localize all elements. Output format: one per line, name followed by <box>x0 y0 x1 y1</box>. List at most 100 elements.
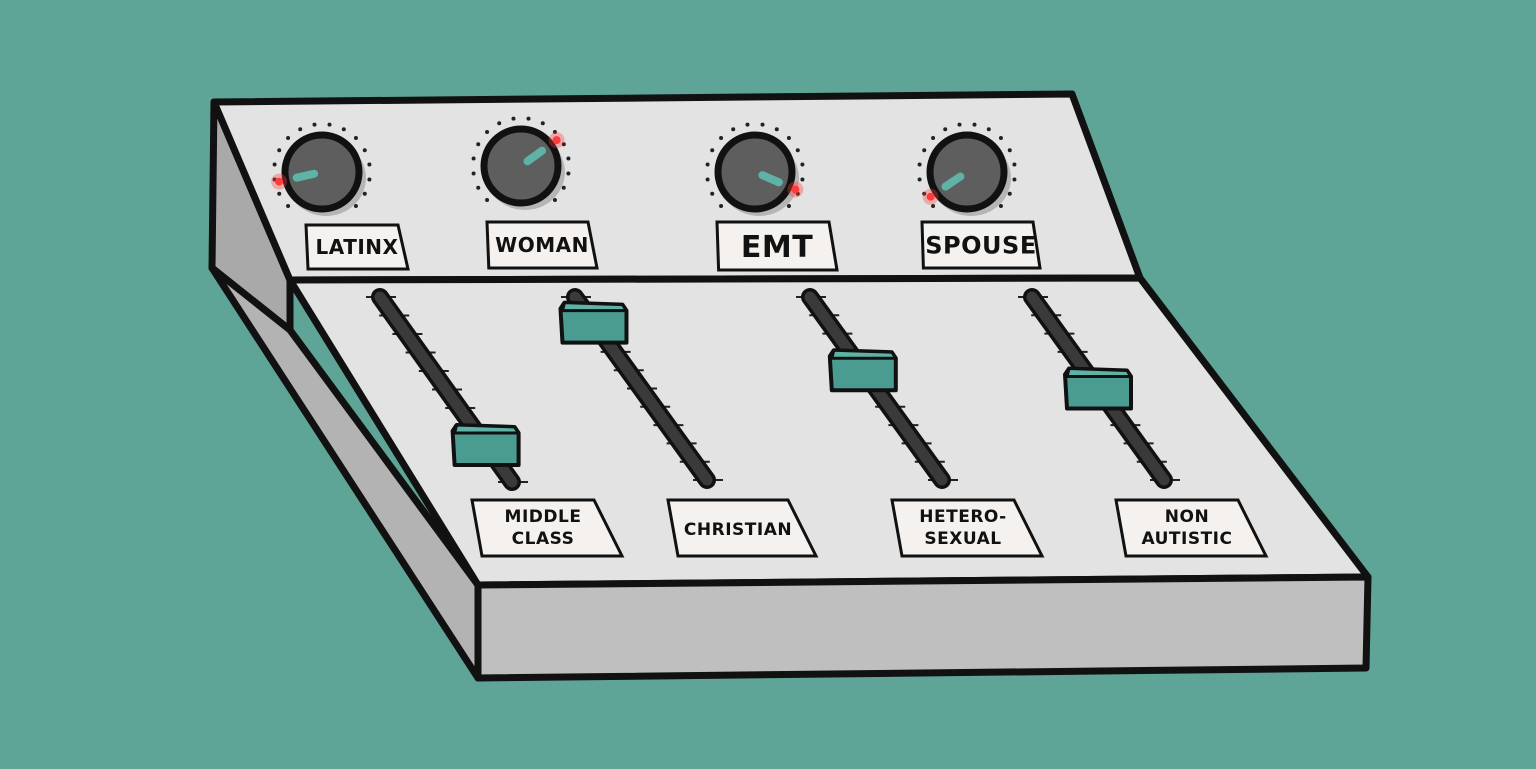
knob-tick <box>731 127 736 132</box>
knob-tick <box>566 171 571 176</box>
indicator-light <box>275 177 284 186</box>
knob-tick <box>353 203 358 208</box>
fader-cap-top <box>1065 367 1133 378</box>
knob-label-card: LATINX <box>304 223 410 271</box>
knob-body <box>281 131 363 213</box>
knob-tick <box>998 203 1003 208</box>
knob-tick <box>719 136 724 141</box>
knob-tick <box>277 148 282 153</box>
knob-tick <box>367 162 372 167</box>
indicator-light <box>552 136 561 145</box>
indicator-light <box>926 192 935 201</box>
knob-latinx[interactable]: LATINX <box>271 122 410 271</box>
knob-tick <box>471 156 476 161</box>
knob-tick <box>552 130 557 135</box>
knob-tick <box>540 121 545 126</box>
knob-tick <box>298 127 303 132</box>
knob-tick <box>272 162 277 167</box>
knob-label: LATINX <box>316 235 399 259</box>
knob-pointer <box>523 146 547 166</box>
fader-2[interactable]: CHRISTIAN <box>558 288 819 558</box>
knob-label-card: EMT <box>715 220 839 272</box>
knob-tick <box>327 122 332 127</box>
label-card-shape <box>1114 498 1269 558</box>
label-card-shape <box>485 220 599 270</box>
fader-label-line: CLASS <box>512 529 575 549</box>
knob-label: EMT <box>741 230 813 265</box>
knob-tick <box>566 156 571 161</box>
knob-tick <box>998 136 1003 141</box>
fader-cap[interactable] <box>450 423 521 467</box>
knob-tick <box>710 148 715 153</box>
knob-tick <box>795 148 800 153</box>
knob-tick <box>526 116 531 121</box>
knob-tick <box>786 203 791 208</box>
fader-label-line: MIDDLE <box>505 507 582 527</box>
knob-tick <box>922 191 927 196</box>
fader-cap-top <box>830 348 898 360</box>
knob-tick <box>561 142 566 147</box>
knob-tick <box>786 136 791 141</box>
knob-tick <box>917 162 922 167</box>
knob-label-card: SPOUSE <box>920 220 1042 270</box>
fader-label-card: HETERO-SEXUAL <box>890 498 1045 558</box>
knob-tick <box>760 122 765 127</box>
knob-tick <box>341 127 346 132</box>
label-card-shape <box>890 498 1045 558</box>
knob-tick <box>362 191 367 196</box>
fader-label-line: CHRISTIAN <box>684 520 792 540</box>
knob-tick <box>957 122 962 127</box>
label-card-shape <box>304 223 410 271</box>
knob-tick <box>511 116 516 121</box>
knob-tick <box>286 203 291 208</box>
label-card-shape <box>470 498 625 558</box>
knob-tick <box>362 148 367 153</box>
knob-spouse[interactable]: SPOUSE <box>917 122 1042 270</box>
knob-tick <box>552 197 557 202</box>
knob-tick <box>312 122 317 127</box>
fader-cap[interactable] <box>1063 366 1133 411</box>
knob-pointer <box>758 171 783 187</box>
knob-body <box>480 125 562 207</box>
knob-tick <box>931 203 936 208</box>
knob-row: LATINX WOMAN EMT SPOUSE <box>271 116 1042 272</box>
knob-tick <box>353 136 358 141</box>
knob-tick <box>705 177 710 182</box>
knob-tick <box>485 130 490 135</box>
knob-tick <box>774 127 779 132</box>
knob-tick <box>710 191 715 196</box>
knob-tick <box>497 121 502 126</box>
knob-tick <box>719 203 724 208</box>
knob-tick <box>367 177 372 182</box>
fader-3[interactable]: HETERO-SEXUAL <box>796 288 1045 558</box>
knob-tick <box>286 136 291 141</box>
knob-tick <box>800 162 805 167</box>
fader-cap[interactable] <box>558 300 629 345</box>
fader-label-line: AUTISTIC <box>1141 529 1232 549</box>
knob-tick <box>800 177 805 182</box>
knob-pointer <box>292 169 319 182</box>
fader-cap[interactable] <box>827 348 898 393</box>
label-card-shape <box>666 498 819 558</box>
label-card-shape <box>920 220 1042 270</box>
label-card-shape <box>715 220 839 272</box>
knob-tick <box>986 127 991 132</box>
knob-tick <box>931 136 936 141</box>
console-front-face <box>474 573 1372 682</box>
knob-label: SPOUSE <box>925 232 1036 260</box>
knob-tick <box>485 197 490 202</box>
knob-emt[interactable]: EMT <box>705 122 839 272</box>
indicator-light <box>791 185 800 194</box>
fader-cap-top <box>453 423 521 435</box>
knob-label-card: WOMAN <box>485 220 599 270</box>
knob-woman[interactable]: WOMAN <box>471 116 599 270</box>
knob-tick <box>1007 191 1012 196</box>
knob-tick <box>1007 148 1012 153</box>
knob-label: WOMAN <box>495 233 589 257</box>
knob-tick <box>476 185 481 190</box>
